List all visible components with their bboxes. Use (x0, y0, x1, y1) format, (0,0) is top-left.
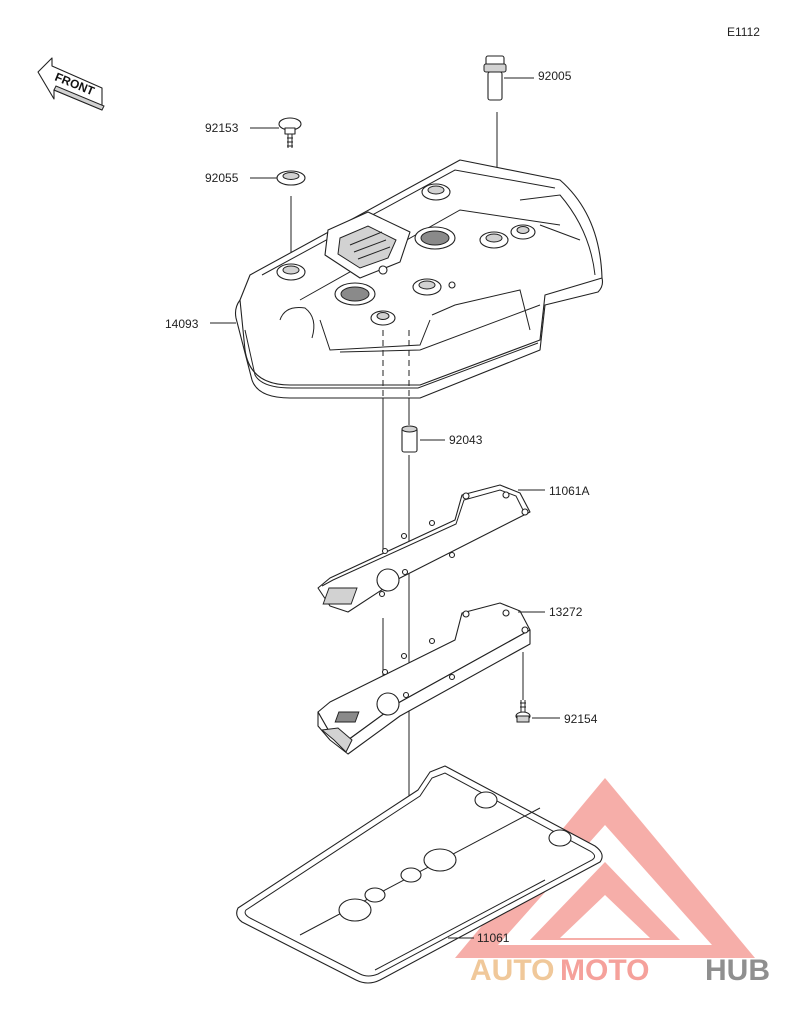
label-92153: 92153 (205, 121, 239, 135)
label-11061: 11061 (477, 931, 510, 945)
cover-gasket (236, 765, 603, 984)
watermark-triangle-hole (560, 895, 650, 938)
label-14093: 14093 (165, 317, 199, 331)
diagram-code: E1112 (727, 25, 760, 39)
label-92055: 92055 (205, 171, 239, 185)
label-92005: 92005 (538, 69, 572, 83)
dowel-pin (401, 398, 445, 453)
watermark-text: AUTO MOTO HUB (470, 954, 770, 987)
watermark-word-3: HUB (705, 954, 770, 987)
washer-seal (250, 170, 306, 262)
label-92154: 92154 (564, 712, 598, 726)
watermark-word-1: AUTO (470, 954, 554, 987)
watermark-word-2: MOTO (560, 954, 649, 987)
label-13272: 13272 (549, 605, 583, 619)
front-arrow-icon: FRONT (37, 57, 105, 111)
label-11061A: 11061A (549, 484, 589, 498)
label-92043: 92043 (449, 433, 483, 447)
cover-plate (317, 602, 545, 755)
cylinder-head-cover (210, 159, 604, 399)
plate-bolt (515, 652, 560, 723)
gasket-a (317, 484, 545, 613)
watermark-logo (455, 778, 755, 958)
top-bolt (250, 117, 302, 148)
